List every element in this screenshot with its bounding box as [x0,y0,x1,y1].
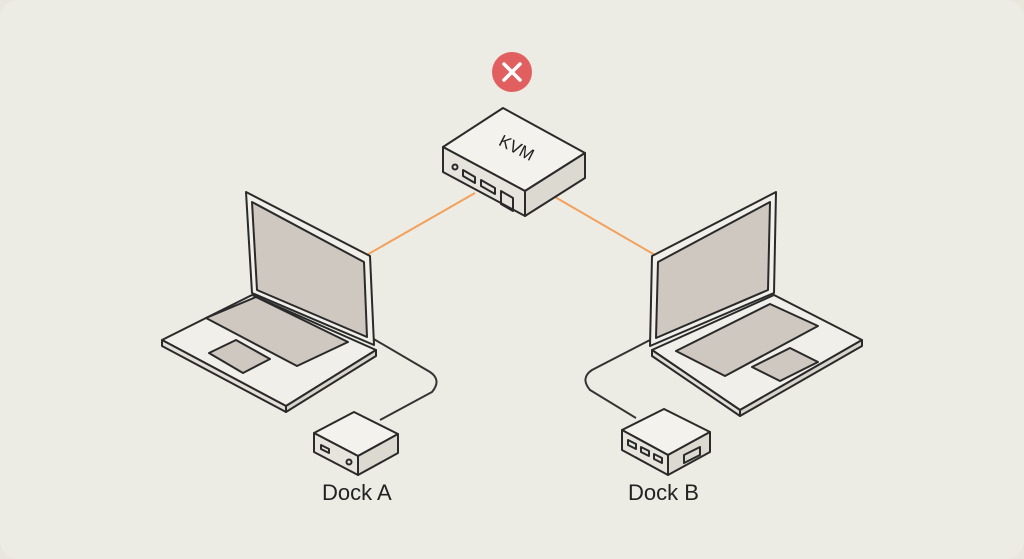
cable-laptop-right-dock-b [584,339,651,419]
dock-a-label: Dock A [322,480,392,505]
dock-a [313,411,399,476]
laptop-right [649,191,863,417]
error-badge [492,52,532,92]
laptop-left [161,191,377,413]
cable-kvm-left [364,192,476,257]
cable-kvm-right [554,196,656,256]
x-icon [502,62,522,82]
cable-laptop-left-dock-a [371,337,438,421]
dock-b [621,408,711,476]
dock-b-label: Dock B [628,480,699,505]
kvm-switch [442,107,586,217]
